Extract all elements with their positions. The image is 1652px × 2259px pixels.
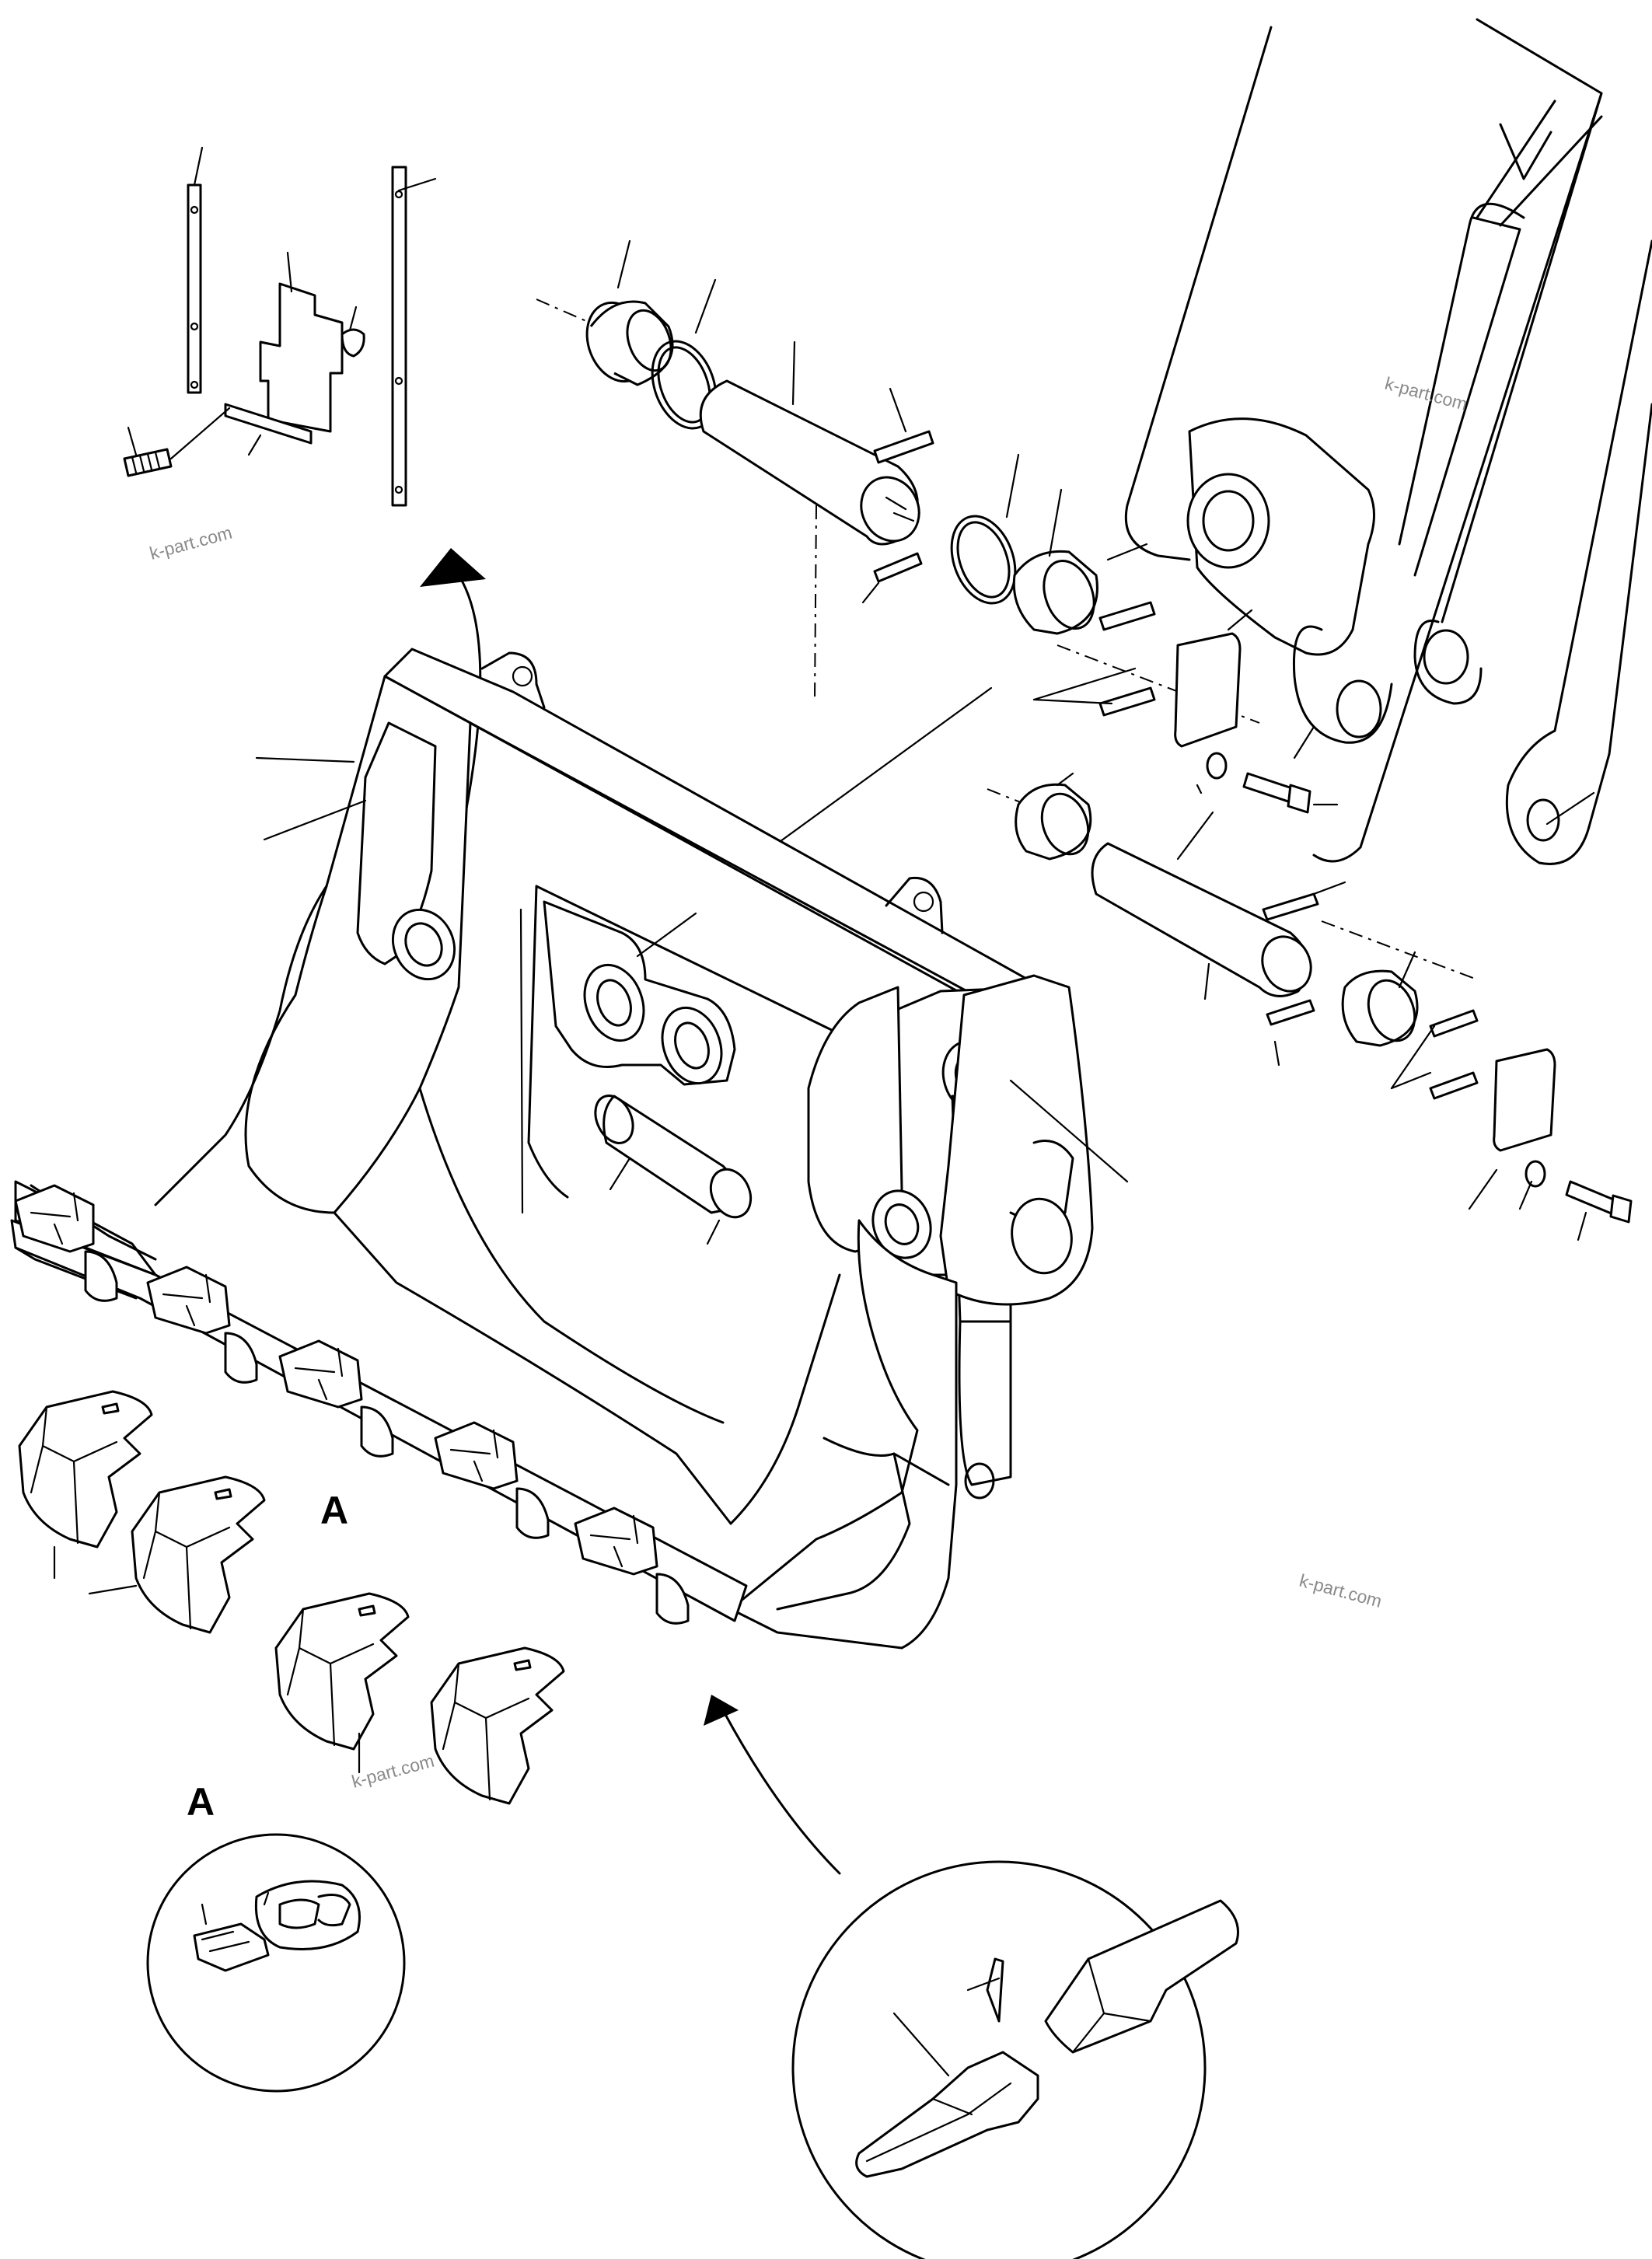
wear-plate-kit <box>123 146 437 507</box>
bucket-leader-lines <box>255 756 1129 1245</box>
tooth-2 <box>131 1475 266 1634</box>
pin-assembly-lower <box>987 772 1633 1241</box>
tooth-3 <box>274 1592 410 1751</box>
callout-a-teeth: A <box>320 1489 348 1532</box>
watermark-4: k-part.com <box>350 1751 437 1792</box>
detail-a-circle <box>146 1833 406 2093</box>
arrow-to-wear-plates <box>420 548 486 810</box>
watermark-3: k-part.com <box>1298 1570 1385 1611</box>
detail-tooth-circle <box>704 1695 1239 2259</box>
tooth-4 <box>430 1646 565 1805</box>
boom-arm <box>1124 18 1652 865</box>
watermark-1: k-part.com <box>1383 373 1470 414</box>
loose-teeth-group <box>18 1390 565 1805</box>
bucket-body <box>10 648 1094 1650</box>
tooth-1 <box>18 1390 153 1548</box>
pin-assembly-upper <box>536 239 1339 845</box>
callout-a-detail: A <box>187 1780 215 1824</box>
watermark-2: k-part.com <box>148 522 235 564</box>
bucket-teeth-adapters <box>14 1184 690 1625</box>
